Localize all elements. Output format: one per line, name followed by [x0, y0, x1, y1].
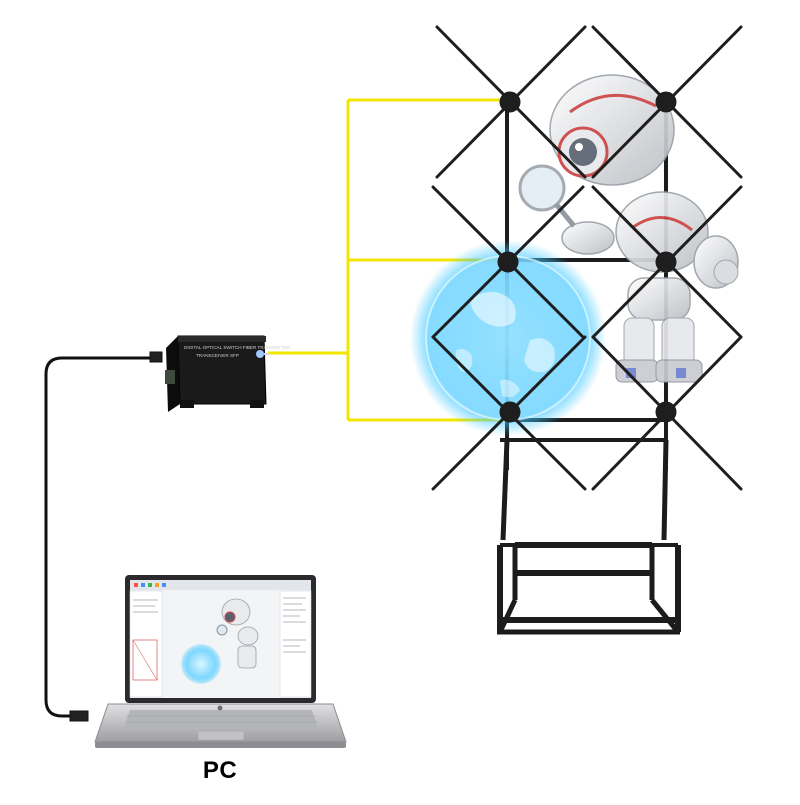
fan-top-left [435, 25, 587, 179]
fiber-transmitter-box: DIGITAL OPTICAL SWITCH FIBER TRANSMITTER… [165, 335, 291, 412]
pc-label: PC [202, 757, 238, 784]
hologram-robot [518, 74, 739, 383]
fan-middle-right [591, 185, 743, 339]
fan-bottom-left [431, 335, 587, 491]
fan-top-right [591, 25, 743, 179]
device-label-line1: DIGITAL OPTICAL SWITCH FIBER TRANSMITTER [184, 345, 291, 350]
fan-bottom-right [591, 335, 743, 491]
fan-blades [431, 25, 743, 491]
fan-middle-left [431, 185, 585, 339]
hologram-globe [410, 240, 606, 436]
usb-cable [44, 351, 163, 722]
laptop [94, 575, 347, 748]
device-label-line2: TRANSCEIVER SFP [196, 353, 239, 358]
laptop-logo-icon [217, 705, 223, 711]
